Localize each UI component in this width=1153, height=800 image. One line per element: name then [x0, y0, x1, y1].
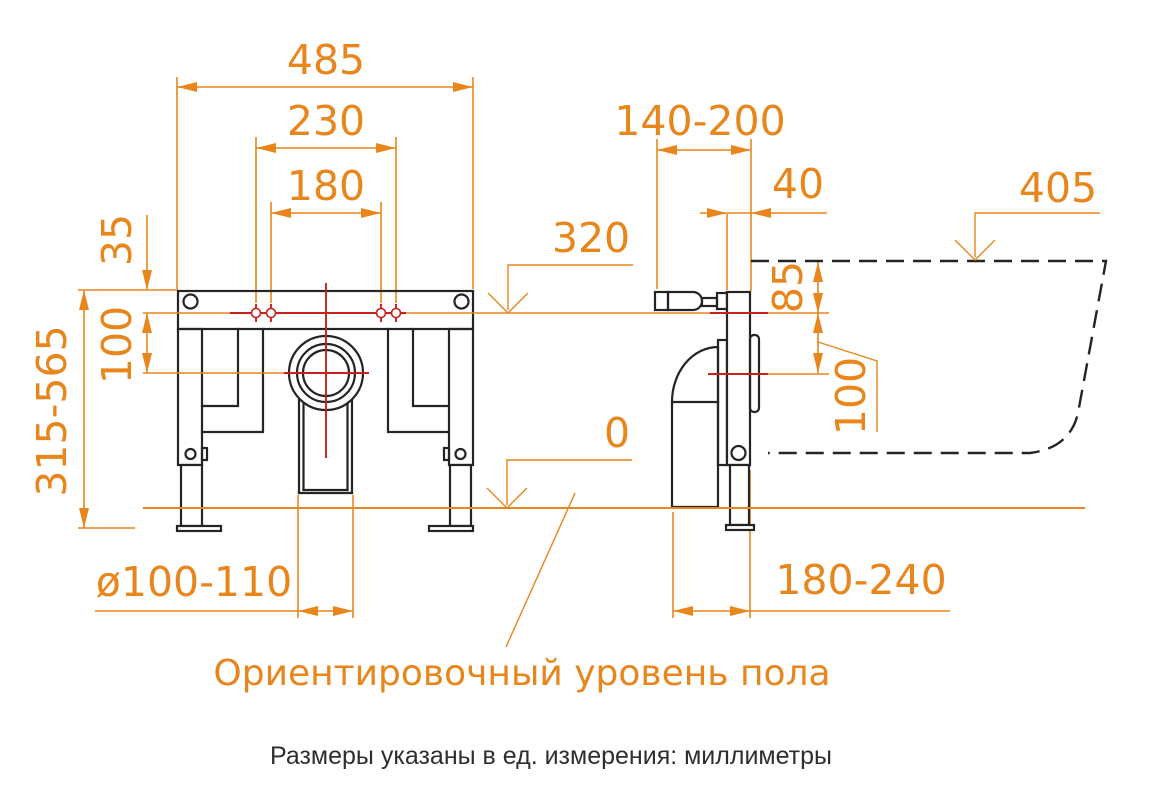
frame-leg-left — [176, 327, 204, 467]
dimension-arrows — [79, 82, 996, 616]
inlet-level-arrow — [487, 292, 529, 314]
dim-label-485: 485 — [287, 36, 365, 84]
foot-tube-left — [179, 463, 204, 528]
units-note: Размеры указаны в ед. измерения: миллиме… — [270, 742, 832, 770]
dim-label-drain-diameter: ø100-110 — [96, 558, 292, 606]
dim-label-405: 405 — [1019, 164, 1097, 212]
dim-label-315-565: 315-565 — [28, 325, 76, 496]
bolt-holes — [250, 304, 402, 322]
foot-plate-right — [427, 524, 475, 533]
dim-label-35: 35 — [93, 214, 141, 266]
bowl-outline — [751, 259, 1108, 455]
leg-clamp-left — [200, 446, 209, 462]
dimension-lines — [78, 77, 1100, 648]
dim-label-0: 0 — [604, 409, 630, 457]
dimension-labels: 485 230 180 35 100 315-565 320 140-200 4… — [28, 36, 1097, 606]
elbow-mount-plate — [716, 338, 729, 467]
bracket-left-inner — [200, 327, 240, 408]
drain-pipe — [297, 394, 354, 495]
leg-bolt-left — [184, 447, 197, 461]
bracket-right-outer — [386, 327, 451, 434]
dim-label-40: 40 — [772, 160, 824, 208]
drain-elbow — [670, 345, 720, 509]
frame-leg-right — [447, 327, 475, 467]
dim-label-140-200: 140-200 — [614, 97, 785, 145]
dim-label-100-left: 100 — [93, 306, 141, 384]
leg-bolt-right — [454, 447, 467, 461]
frame-corner-hole-right — [453, 293, 470, 310]
floor-zero-arrow — [486, 487, 528, 509]
dim-label-100-right: 100 — [827, 357, 875, 435]
bowl-length-arrow — [954, 239, 996, 261]
bracket-right-inner — [411, 327, 451, 408]
front-view — [175, 289, 475, 533]
foot-tube-right — [448, 463, 473, 528]
side-view — [653, 290, 761, 532]
dim-label-180-240: 180-240 — [775, 556, 946, 604]
dim-label-320: 320 — [552, 214, 630, 262]
dim-label-85: 85 — [764, 261, 812, 313]
water-inlet-fitting — [653, 290, 729, 312]
frame-side-plate — [725, 290, 752, 467]
frame-corner-hole-left — [182, 293, 199, 310]
dim-label-180: 180 — [287, 162, 365, 210]
side-foot-tube — [728, 463, 751, 527]
side-foot-plate — [724, 523, 756, 532]
floor-level-note: Ориентировочный уровень пола — [213, 653, 830, 694]
side-leg-bolt — [730, 444, 747, 462]
bracket-left-outer — [200, 327, 265, 434]
foot-plate-left — [175, 524, 223, 533]
centerlines — [143, 283, 829, 458]
dim-label-230: 230 — [287, 97, 365, 145]
leg-clamp-right — [442, 446, 451, 462]
